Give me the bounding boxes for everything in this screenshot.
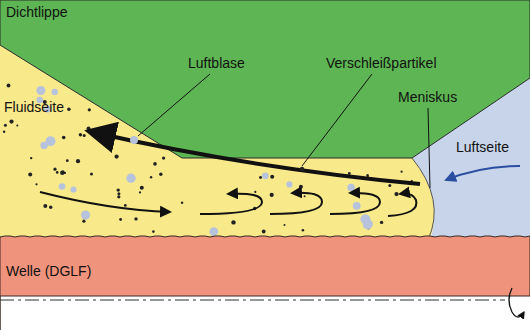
wear-particle xyxy=(119,218,122,221)
wear-particle xyxy=(64,172,66,174)
wear-particle xyxy=(304,195,306,197)
wear-particle xyxy=(115,155,119,159)
wear-particle xyxy=(300,167,304,171)
wear-particle xyxy=(302,229,305,232)
air-bubble xyxy=(36,86,45,95)
wear-particle xyxy=(88,108,91,111)
wear-particle xyxy=(117,188,120,191)
wear-particle xyxy=(35,183,37,185)
wear-particle xyxy=(76,159,80,163)
wear-particle xyxy=(270,193,274,197)
callout-label: Meniskus xyxy=(398,90,457,105)
air-bubble xyxy=(40,142,47,149)
wear-particle xyxy=(117,192,120,195)
air-bubble xyxy=(126,174,135,183)
flow-loop xyxy=(270,193,322,214)
wear-particle xyxy=(299,185,303,189)
wear-particle xyxy=(150,176,152,178)
rotation-arrow xyxy=(509,288,524,317)
wear-particle xyxy=(284,224,286,226)
wear-particle xyxy=(67,107,71,111)
leader-line xyxy=(428,108,430,188)
wear-particle xyxy=(49,206,52,209)
wear-particle xyxy=(16,125,18,127)
leader-line xyxy=(302,74,372,166)
wear-particle xyxy=(231,220,235,224)
wear-particle xyxy=(56,171,59,174)
air-bubble xyxy=(81,211,90,220)
air-bubble xyxy=(70,186,76,192)
air-arrow xyxy=(446,166,520,180)
wear-particle xyxy=(181,202,183,204)
wear-particle xyxy=(87,126,91,130)
wear-particle xyxy=(152,230,155,233)
part-label: Welle (DGLF) xyxy=(6,264,91,279)
wear-particle xyxy=(162,157,165,160)
air-bubble xyxy=(262,172,269,179)
center-line xyxy=(0,299,505,300)
callout-label: Verschleißpartikel xyxy=(326,56,437,71)
air-bubble xyxy=(209,227,218,236)
shaft xyxy=(0,236,530,330)
wear-particle xyxy=(124,204,127,207)
air-bubble xyxy=(353,202,361,210)
flow-loop xyxy=(388,194,416,216)
air-bubble xyxy=(130,136,138,144)
flow-loop xyxy=(330,193,380,214)
air-bubble xyxy=(363,220,373,230)
air-bubble xyxy=(52,89,58,95)
wear-particle xyxy=(394,192,398,196)
air-bubble xyxy=(59,183,66,190)
air-bubble xyxy=(347,184,354,191)
wear-particle xyxy=(117,195,120,198)
wear-particle xyxy=(3,131,5,133)
region-label: Fluidseite xyxy=(4,100,64,115)
wear-particle xyxy=(43,204,47,208)
wear-particle xyxy=(79,133,82,136)
wear-particle xyxy=(401,171,403,173)
wear-particle xyxy=(83,134,86,137)
wear-particle xyxy=(4,124,7,127)
wear-particle xyxy=(140,186,144,190)
wear-particle xyxy=(82,220,85,223)
wear-particle xyxy=(159,173,162,176)
wear-particle xyxy=(380,221,383,224)
wear-particle xyxy=(30,157,32,159)
flow-arrow xyxy=(92,132,420,184)
wear-particle xyxy=(9,120,13,124)
wear-particle xyxy=(254,191,256,193)
wear-particle xyxy=(53,168,56,171)
flow-arrow xyxy=(40,192,170,212)
air-bubble xyxy=(286,181,292,187)
seal-lip xyxy=(0,0,530,158)
flow-loop xyxy=(200,194,262,214)
part-label: Dichtlippe xyxy=(6,5,67,20)
wear-particle xyxy=(259,176,262,179)
wear-particle xyxy=(134,217,137,220)
particles xyxy=(3,84,413,236)
callout-label: Luftblase xyxy=(188,56,245,71)
wear-particle xyxy=(270,175,274,179)
wear-particle xyxy=(262,230,266,234)
leader-line xyxy=(138,74,210,136)
wear-particle xyxy=(139,191,141,193)
wear-particle xyxy=(62,136,66,140)
region-label: Luftseite xyxy=(456,140,509,155)
wear-particle xyxy=(28,173,32,177)
wear-particle xyxy=(366,174,368,176)
wear-particle xyxy=(66,159,69,162)
wear-particle xyxy=(7,84,11,88)
wear-particle xyxy=(90,173,93,176)
wear-particle xyxy=(388,184,391,187)
wear-particle xyxy=(153,162,157,166)
